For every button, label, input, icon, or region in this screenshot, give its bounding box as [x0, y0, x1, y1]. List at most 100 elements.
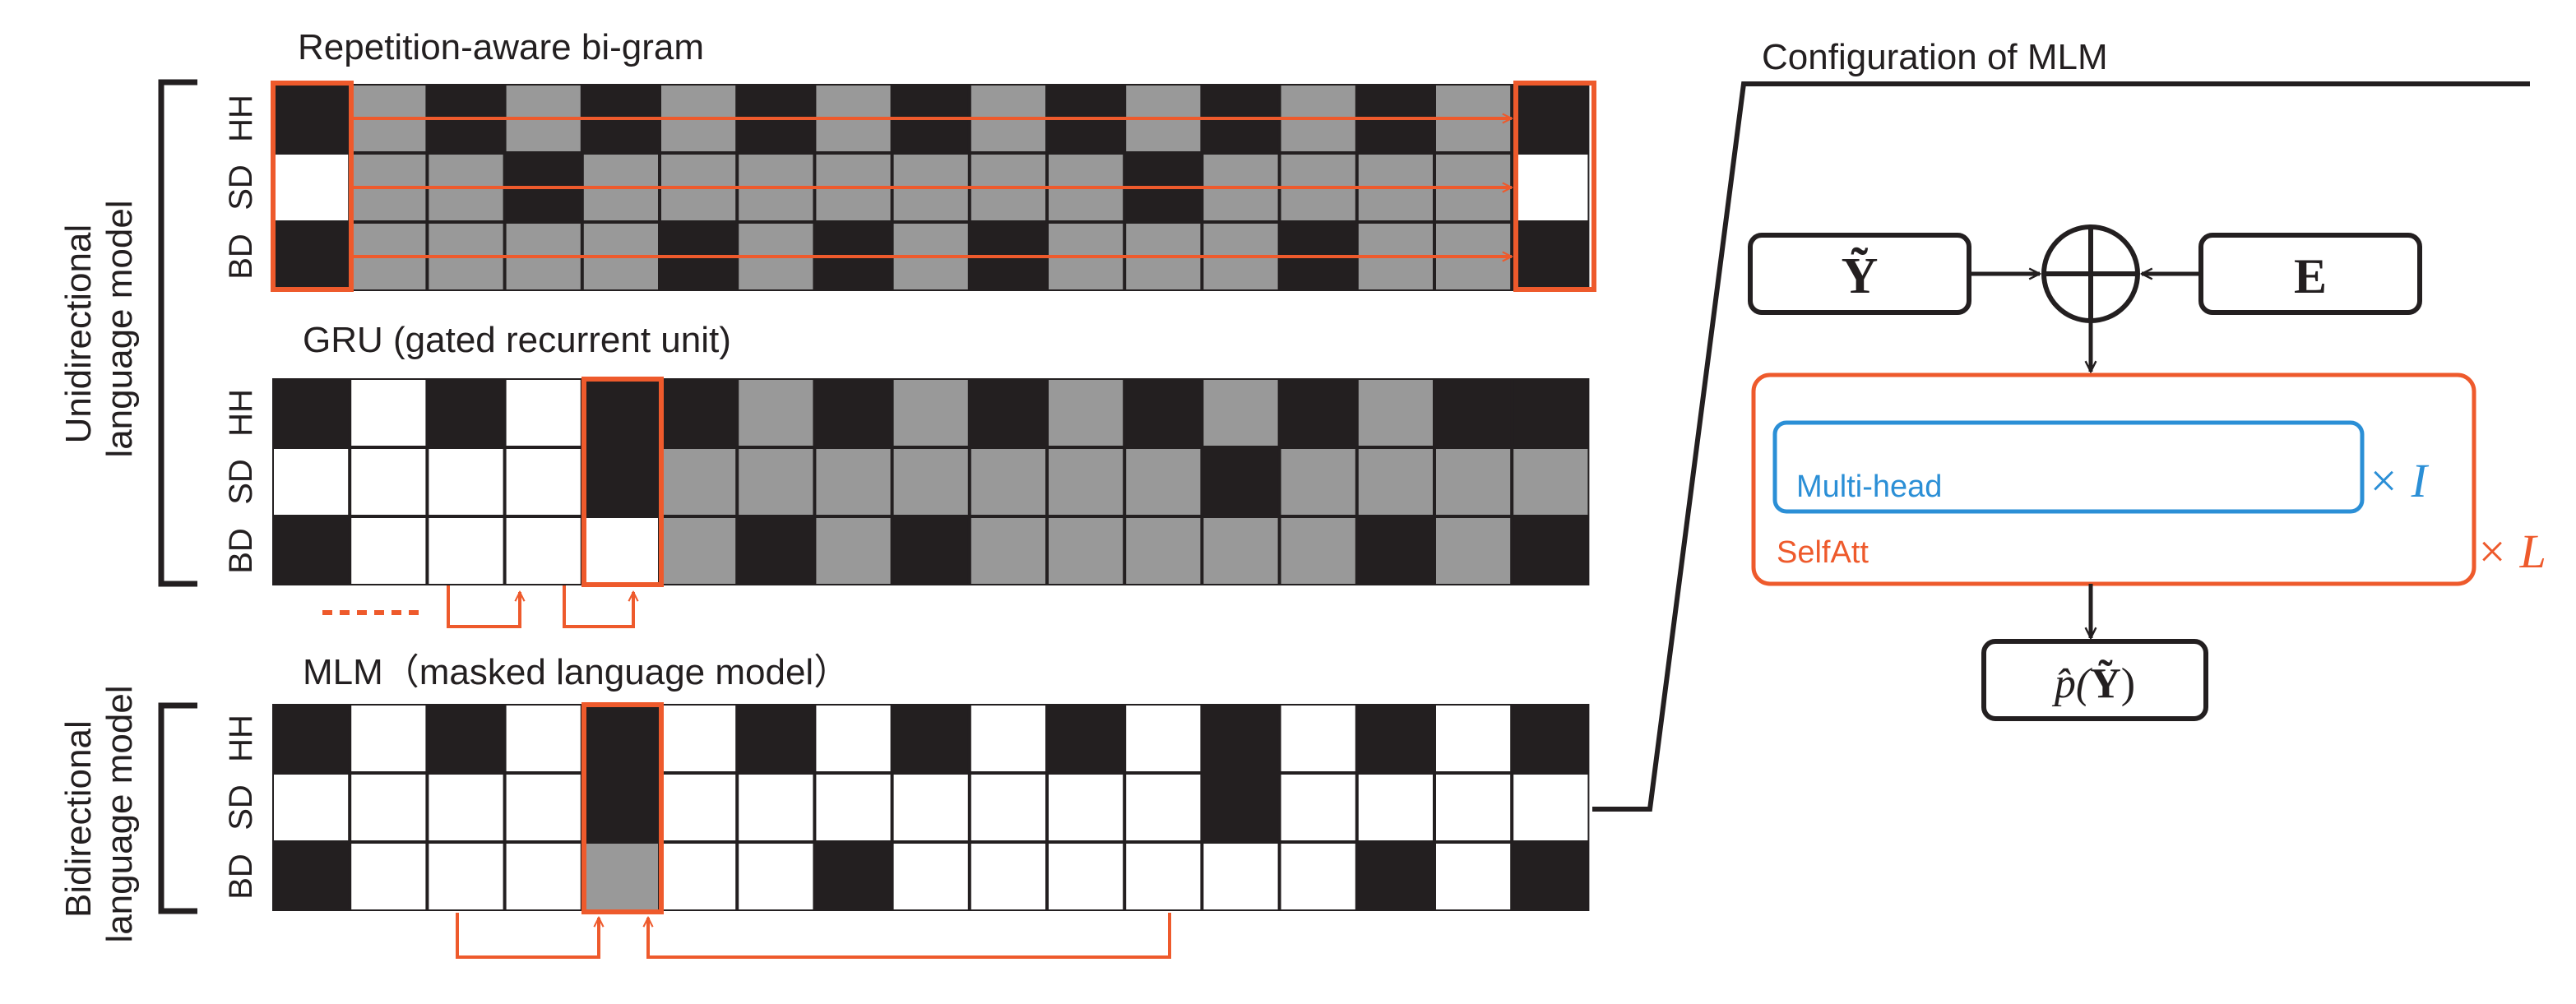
grid-cell-bd	[351, 518, 426, 584]
grid-cell-hh	[893, 706, 968, 771]
grid-cell-bd	[1049, 518, 1124, 584]
grid-cell-bd	[274, 518, 349, 584]
mlm-masked-column-highlight	[581, 702, 664, 914]
times-l-label: × L	[2476, 525, 2546, 578]
grid-cell-hh	[739, 380, 813, 446]
grid-cell-sd	[274, 155, 349, 220]
grid-cell-bd	[1126, 844, 1201, 909]
side-label-bidirectional: Bidirectional language model	[58, 685, 140, 942]
grid-cell-sd	[583, 775, 658, 840]
grid-cell-hh	[1126, 380, 1201, 446]
row-label-bd: BD	[223, 528, 259, 574]
grid-cell-hh	[583, 706, 658, 771]
grid-cell-bd	[1436, 518, 1511, 584]
bracket-bidirectional	[158, 702, 197, 914]
selfatt-label: SelfAtt	[1777, 535, 1869, 570]
row-label-hh: HH	[223, 389, 259, 437]
grid-cell-bd	[274, 224, 349, 289]
side-label-unidirectional-line2: language model	[100, 200, 140, 457]
gru-current-column-highlight	[581, 377, 664, 587]
grid-cell-bd	[1281, 844, 1355, 909]
mlm-right-context-arrow	[648, 913, 1171, 959]
grid-cell-hh	[1203, 380, 1278, 446]
panel-title-gru: GRU (gated recurrent unit)	[303, 320, 731, 360]
row-label-sd: SD	[223, 784, 259, 830]
grid-cell-bd	[893, 844, 968, 909]
panel-title-mlm: MLM（masked language model）	[303, 652, 850, 692]
row-label-sd: SD	[223, 164, 259, 211]
grid-cell-bd	[971, 844, 1045, 909]
grid-cell-bd	[739, 844, 813, 909]
config-connector-line	[1592, 81, 2530, 812]
grid-cell-bd	[583, 844, 658, 909]
grid-cell-sd	[1049, 775, 1124, 840]
grid-cell-bd	[1281, 518, 1355, 584]
mlm-left-context-arrow	[456, 913, 599, 959]
grid-cell-bd	[583, 518, 658, 584]
output-box	[1981, 639, 2208, 721]
grid-cell-sd	[351, 775, 426, 840]
grid-cell-bd	[429, 844, 503, 909]
grid-cell-hh	[1436, 706, 1511, 771]
grid-cell-bd	[1049, 844, 1124, 909]
output-suffix: )	[2121, 660, 2135, 707]
multihead-label: Multi-head	[1796, 470, 1942, 504]
grid-cell-sd	[1358, 775, 1433, 840]
gru-recurrence-arrow-1	[447, 585, 520, 628]
grid-cell-hh	[1049, 380, 1124, 446]
grid-cell-bd	[351, 844, 426, 909]
grid-cell-hh	[429, 706, 503, 771]
mlm-grid	[272, 704, 1590, 911]
grid-cell-bd	[1358, 518, 1433, 584]
grid-cell-hh	[506, 380, 581, 446]
grid-cell-sd	[1513, 775, 1588, 840]
grid-cell-hh	[1358, 706, 1433, 771]
grid-cell-hh	[661, 380, 736, 446]
grid-cell-sd	[506, 449, 581, 515]
grid-cell-sd	[429, 449, 503, 515]
grid-cell-sd	[1281, 775, 1355, 840]
grid-cell-hh	[506, 706, 581, 771]
grid-cell-bd	[739, 518, 813, 584]
grid-cell-sd	[816, 449, 891, 515]
grid-cell-bd	[816, 518, 891, 584]
grid-cell-sd	[739, 775, 813, 840]
grid-cell-bd	[1203, 844, 1278, 909]
y-tilde-label: Ỹ	[1842, 248, 1879, 304]
grid-cell-bd	[971, 518, 1045, 584]
grid-cell-hh	[583, 380, 658, 446]
output-label: p̂(Ỹ)	[2051, 659, 2135, 707]
grid-cell-hh	[816, 380, 891, 446]
grid-cell-hh	[1049, 706, 1124, 771]
grid-cell-sd	[971, 775, 1045, 840]
grid-cell-sd	[274, 775, 349, 840]
grid-cell-hh	[893, 380, 968, 446]
grid-cell-bd	[816, 844, 891, 909]
grid-cell-sd	[1281, 449, 1355, 515]
grid-cell-bd	[274, 844, 349, 909]
grid-cell-hh	[971, 380, 1045, 446]
grid-cell-bd	[661, 518, 736, 584]
gru-grid	[272, 378, 1590, 585]
grid-cell-sd	[1049, 449, 1124, 515]
side-label-unidirectional: Unidirectional language model	[58, 200, 140, 457]
panel-title-bigram: Repetition-aware bi-gram	[298, 27, 704, 67]
grid-cell-hh	[1358, 380, 1433, 446]
grid-cell-sd	[893, 449, 968, 515]
grid-cell-bd	[661, 844, 736, 909]
grid-cell-hh	[351, 706, 426, 771]
row-labels: HH SD BD HH SD BD HH SD BD	[223, 95, 259, 900]
grid-cell-sd	[1203, 775, 1278, 840]
row-label-sd: SD	[223, 459, 259, 505]
grid-cell-hh	[1436, 380, 1511, 446]
grid-cell-sd	[274, 449, 349, 515]
grid-cell-bd	[506, 844, 581, 909]
grid-cell-hh	[1281, 380, 1355, 446]
side-label-unidirectional-line1: Unidirectional	[58, 224, 99, 444]
row-label-hh: HH	[223, 715, 259, 762]
times-i-label: × I	[2367, 454, 2430, 507]
grid-cell-hh	[1126, 706, 1201, 771]
grid-cell-hh	[1513, 706, 1588, 771]
